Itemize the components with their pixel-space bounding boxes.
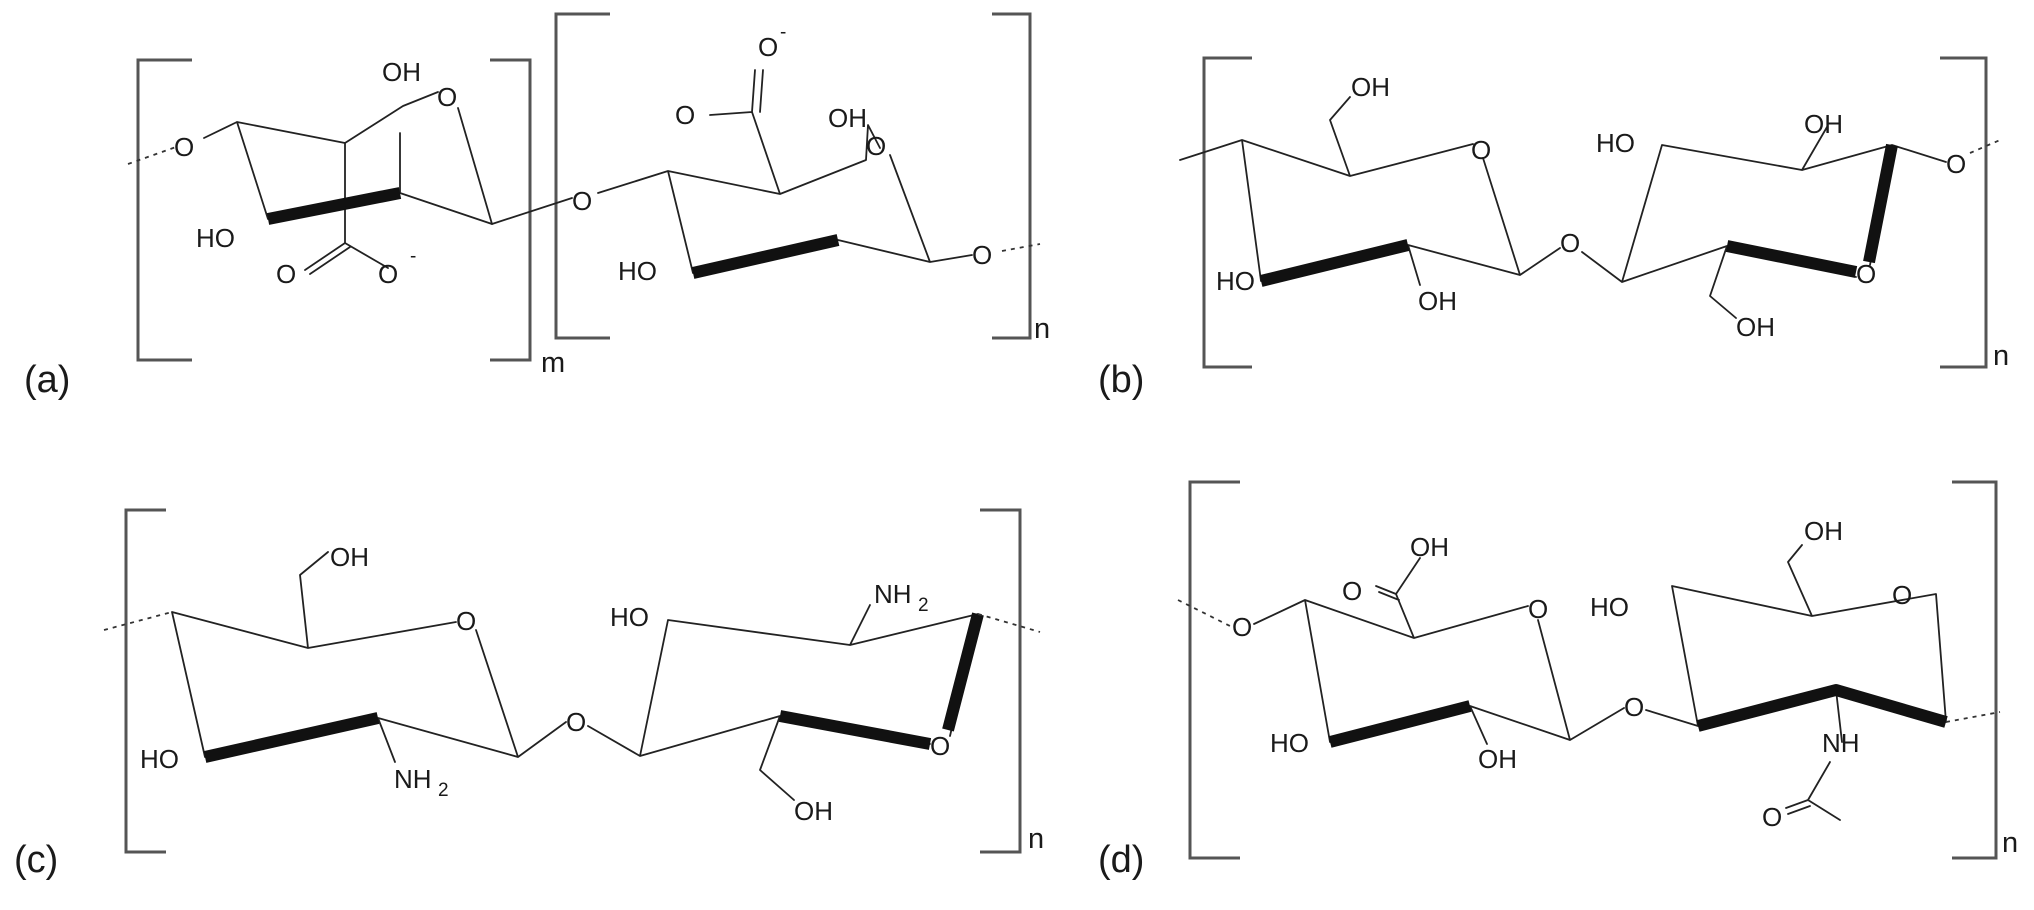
charge-a2: - — [780, 22, 786, 43]
atom-o-c2: O — [566, 707, 586, 737]
atom-o-d3: O — [1528, 594, 1548, 624]
chain-dash-a-left — [127, 146, 177, 165]
atom-o-a9: O — [972, 240, 992, 270]
atom-nh-c2: NH — [874, 579, 912, 609]
ring-c2-wedge — [778, 612, 984, 750]
atom-ho-d2: HO — [1590, 592, 1629, 622]
atom-ho-a1: HO — [196, 223, 235, 253]
atom-ho-d1: HO — [1270, 728, 1309, 758]
atom-nh-d1: NH — [1822, 728, 1860, 758]
panel-c: OH O HO NH 2 O HO NH 2 O OH n (c) — [14, 508, 1044, 881]
atom-o-d6: O — [1762, 802, 1782, 832]
ring-d2-wedge — [1696, 684, 1948, 732]
atom-oh-d3: OH — [1804, 516, 1843, 546]
atom-nh-c1: NH — [394, 764, 432, 794]
ring-a1-wedge — [266, 187, 402, 225]
repeat-m: m — [541, 347, 565, 379]
ring-d2-bonds — [1645, 544, 1947, 821]
chain-dash-d-right — [1945, 711, 2001, 723]
ring-a2-bonds — [597, 69, 973, 274]
bracket-a1-left — [136, 58, 192, 362]
atom-oh-c1: OH — [330, 542, 369, 572]
chain-dash-d-left — [1177, 599, 1231, 627]
atom-o-b2: O — [1560, 228, 1580, 258]
atom-ho-c1: HO — [140, 744, 179, 774]
repeat-n-c: n — [1028, 823, 1044, 855]
atom-o-c1: O — [456, 606, 476, 636]
atom-oh-a2: OH — [828, 103, 867, 133]
ring-d1-wedge — [1328, 700, 1472, 748]
panel-label-d: (d) — [1098, 839, 1144, 881]
atom-ho-a2: HO — [618, 256, 657, 286]
bracket-a1-right — [490, 58, 532, 362]
charge-a1: - — [410, 246, 416, 267]
atom-o-b3: O — [1856, 259, 1876, 289]
bracket-d-right — [1952, 480, 1998, 860]
panel-label-c: (c) — [14, 839, 58, 881]
chain-dash-a-right — [1001, 243, 1041, 252]
atom-nh-c2-sub: 2 — [918, 595, 929, 616]
bracket-a2-left — [554, 12, 610, 340]
atom-o-c3: O — [930, 731, 950, 761]
atom-o-a2: O — [437, 82, 457, 112]
ring-c1-bonds — [171, 551, 567, 763]
glycosidic-a — [491, 197, 573, 225]
bracket-b-left — [1202, 56, 1252, 369]
chain-dash-c-right — [977, 613, 1041, 633]
atom-o-a3: O — [276, 259, 296, 289]
ring-c1-wedge — [203, 712, 380, 763]
bracket-b-right — [1940, 56, 1988, 369]
atom-o-a4: O — [378, 259, 398, 289]
atom-oh-d2: OH — [1478, 744, 1517, 774]
atom-oh-b1: OH — [1351, 72, 1390, 102]
ring-b2-bonds — [1581, 126, 1947, 319]
bracket-d-left — [1188, 480, 1240, 860]
atom-oh-d1: OH — [1410, 532, 1449, 562]
atom-o-a6: O — [758, 32, 778, 62]
atom-o-d1: O — [1232, 612, 1252, 642]
atom-ho-c2: HO — [610, 602, 649, 632]
chain-dash-b-right — [1969, 139, 2001, 154]
atom-o-a5: O — [572, 186, 592, 216]
atom-oh-c2: OH — [794, 796, 833, 826]
ring-b1-wedge — [1259, 239, 1410, 287]
atom-ho-b1: HO — [1216, 266, 1255, 296]
repeat-n-d: n — [2002, 827, 2018, 859]
atom-nh-c1-sub: 2 — [438, 780, 449, 801]
panel-label-b: (b) — [1098, 359, 1144, 401]
ring-a1-bonds — [203, 91, 493, 244]
atom-o-b4: O — [1946, 149, 1966, 179]
bracket-a2-right — [992, 12, 1032, 340]
ring-a2-wedge — [691, 234, 840, 279]
panel-d: O O OH O HO OH O OH HO O NH O n (d) — [1098, 480, 2018, 881]
panel-label-a: (a) — [24, 359, 70, 401]
bracket-c-left — [124, 508, 166, 854]
atom-o-a8: O — [866, 131, 886, 161]
atom-o-a7: O — [675, 100, 695, 130]
carboxylate-a1 — [304, 242, 389, 275]
atom-oh-b2: OH — [1418, 286, 1457, 316]
repeat-n-a: n — [1034, 313, 1050, 345]
atom-o-a1: O — [174, 132, 194, 162]
repeat-n-b: n — [1993, 340, 2009, 372]
atom-oh-b3: OH — [1804, 109, 1843, 139]
bracket-c-right — [980, 508, 1022, 854]
atom-oh-a1: OH — [382, 57, 421, 87]
panel-b: OH O HO OH O HO OH O OH O n (b) — [1098, 56, 2009, 401]
panel-a: O OH O HO O O - O O - O OH O HO O m n (a… — [24, 12, 1050, 401]
atom-o-b1: O — [1471, 135, 1491, 165]
atom-o-d4: O — [1624, 692, 1644, 722]
atom-ho-b2: HO — [1596, 128, 1635, 158]
chain-dash-c-left — [103, 611, 173, 631]
ring-c2-bonds — [587, 604, 979, 801]
ring-b2-wedge — [1725, 143, 1898, 278]
atom-o-d2: O — [1342, 576, 1362, 606]
atom-o-d5: O — [1892, 580, 1912, 610]
atom-oh-b4: OH — [1736, 312, 1775, 342]
